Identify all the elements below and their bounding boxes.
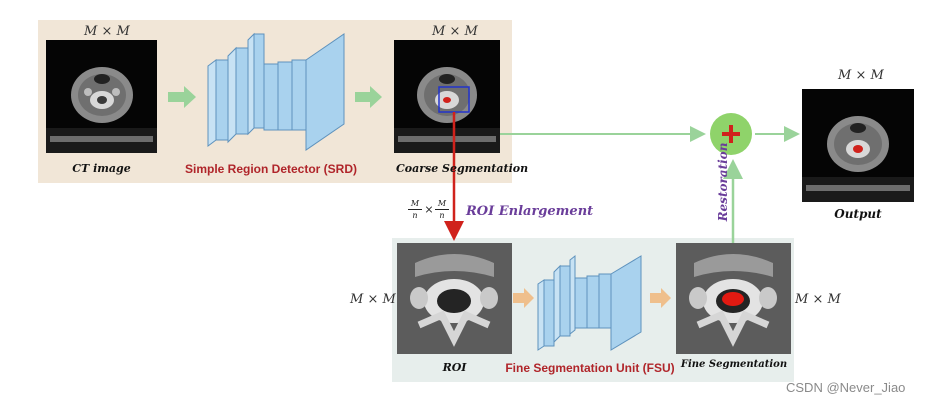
arrow-fsu-to-fine	[650, 288, 671, 308]
enlargement-fraction: M n × M n	[408, 198, 452, 226]
fraction-denominator-1: n	[412, 211, 418, 220]
fraction-denominator-2: n	[439, 211, 445, 220]
srd-network-blocks	[207, 32, 345, 151]
fsu-caption: Fine Segmentation Unit (FSU)	[505, 361, 675, 375]
roi-enlargement-label: ROI Enlargement	[466, 204, 594, 219]
ct-image-dim-label: M × M	[84, 24, 130, 39]
fine-dim-label: M × M	[795, 292, 841, 307]
ct-image-caption: CT image	[72, 162, 131, 175]
watermark: CSDN @Never_Jiao	[786, 380, 906, 395]
roi-image	[397, 243, 512, 354]
times-symbol: ×	[424, 203, 434, 216]
coarse-dim-label: M × M	[432, 24, 478, 39]
coarse-segmentation-image	[394, 40, 500, 153]
roi-dim-label: M × M	[350, 292, 396, 307]
plus-icon	[710, 113, 752, 155]
restoration-label: Restoration	[716, 142, 730, 222]
fsu-network-blocks	[537, 254, 642, 351]
output-caption: Output	[834, 207, 882, 221]
srd-caption: Simple Region Detector (SRD)	[184, 162, 358, 176]
output-image	[802, 89, 914, 202]
roi-caption: ROI	[442, 361, 467, 374]
arrow-ct-to-srd	[168, 86, 196, 108]
arrow-srd-to-coarse	[355, 86, 382, 108]
ct-image-input	[46, 40, 157, 153]
fine-segmentation-image	[676, 243, 791, 354]
fraction-numerator-2: M	[435, 198, 449, 210]
fraction-numerator-1: M	[408, 198, 422, 210]
coarse-caption: Coarse Segmentation	[396, 162, 529, 175]
arrow-roi-to-fsu	[513, 288, 534, 308]
fine-caption: Fine Segmentation	[680, 359, 788, 370]
output-dim-label: M × M	[838, 68, 884, 83]
